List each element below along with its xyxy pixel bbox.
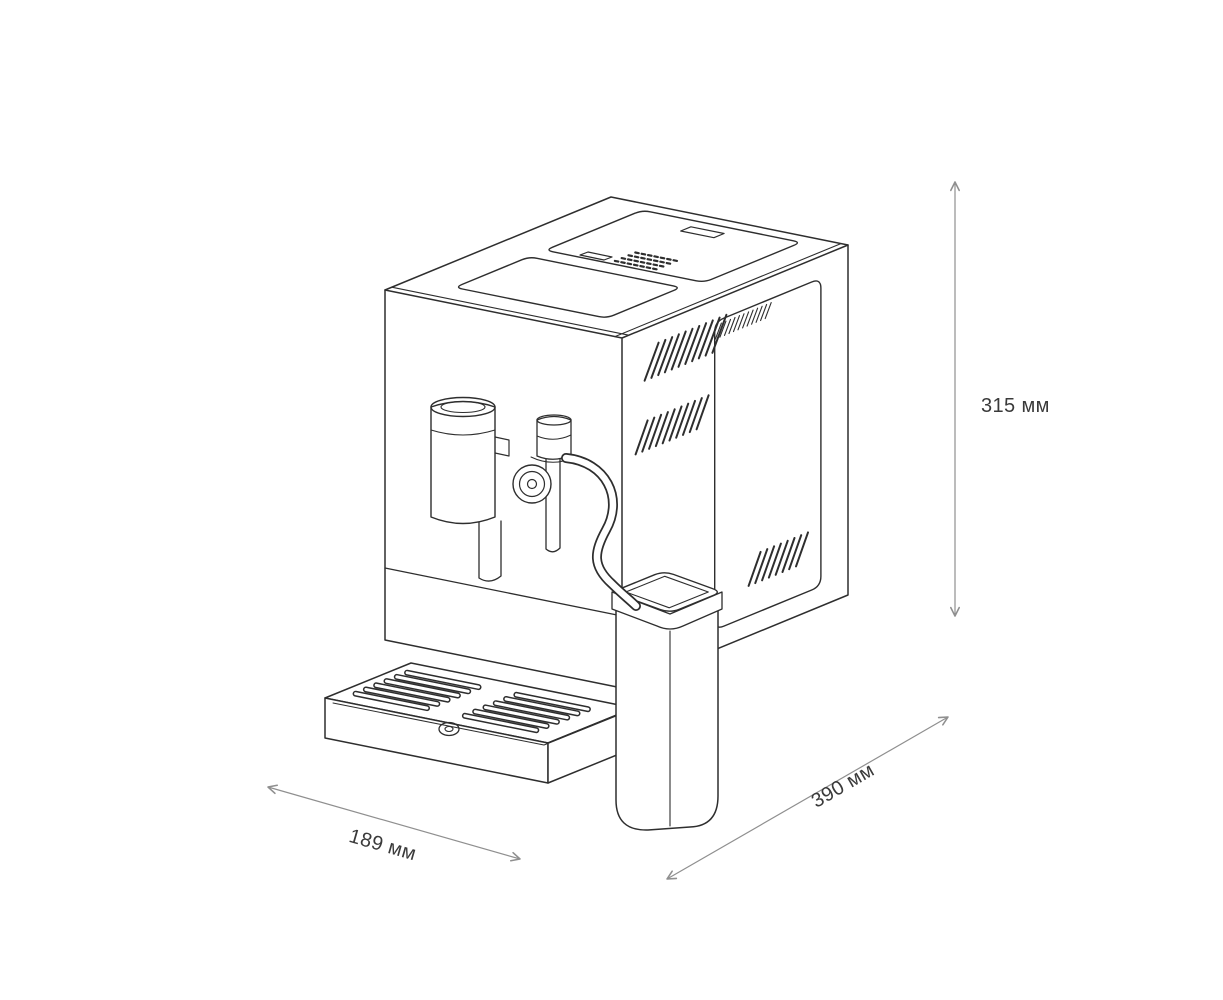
milk-container-lid bbox=[430, 396, 496, 418]
water-tank bbox=[611, 572, 723, 831]
tank-body bbox=[615, 599, 719, 831]
bean-hopper-lid bbox=[457, 257, 678, 318]
tray-drain-hole bbox=[438, 721, 460, 737]
tank-lid-skirt bbox=[611, 591, 723, 630]
drip-tray bbox=[324, 662, 635, 784]
hose-core bbox=[562, 454, 640, 610]
milk-hose bbox=[561, 453, 641, 611]
lid-latch bbox=[579, 251, 613, 261]
dimension-width bbox=[267, 784, 521, 862]
tray-inner-border bbox=[332, 702, 627, 746]
water-reservoir-lid bbox=[548, 210, 799, 283]
coffee-machine-drawing bbox=[324, 196, 849, 831]
steam-wand-assembly bbox=[512, 414, 578, 553]
side-vents bbox=[634, 313, 809, 587]
milk-container-clip bbox=[494, 436, 510, 457]
depth-dimension-line bbox=[666, 716, 949, 880]
height-dimension-label: 315 мм bbox=[981, 395, 1050, 417]
side-panel bbox=[634, 280, 822, 628]
top-bevel-lines bbox=[391, 243, 842, 338]
top-lids bbox=[457, 210, 799, 318]
steam-knob-center bbox=[526, 478, 538, 490]
tray-drain-hole-center bbox=[444, 725, 454, 733]
tank-lid-inner bbox=[625, 575, 709, 609]
depth-dimension-label: 390 мм bbox=[808, 759, 879, 812]
width-dimension-label: 189 мм bbox=[347, 825, 419, 865]
milk-container-assembly bbox=[430, 396, 510, 582]
vent-group-middle bbox=[634, 394, 710, 456]
coffee-spout bbox=[478, 520, 502, 582]
lid-handle bbox=[680, 226, 725, 239]
dimension-depth bbox=[666, 716, 949, 880]
vent-group-upper bbox=[643, 313, 728, 382]
steam-knob-ring bbox=[518, 470, 546, 498]
vent-group-lower bbox=[747, 531, 809, 587]
valve-cap bbox=[536, 414, 572, 426]
width-dimension-line bbox=[267, 784, 521, 862]
steam-knob-outer bbox=[512, 464, 552, 504]
milk-container-seam bbox=[430, 429, 496, 436]
milk-container-body bbox=[430, 400, 496, 525]
door-edge-ticks bbox=[714, 302, 772, 340]
milk-container-lid-inner bbox=[440, 400, 486, 414]
top-vent-grid bbox=[613, 251, 679, 271]
tray-grate-slots-core bbox=[354, 671, 590, 732]
front-seam-line bbox=[384, 567, 623, 617]
